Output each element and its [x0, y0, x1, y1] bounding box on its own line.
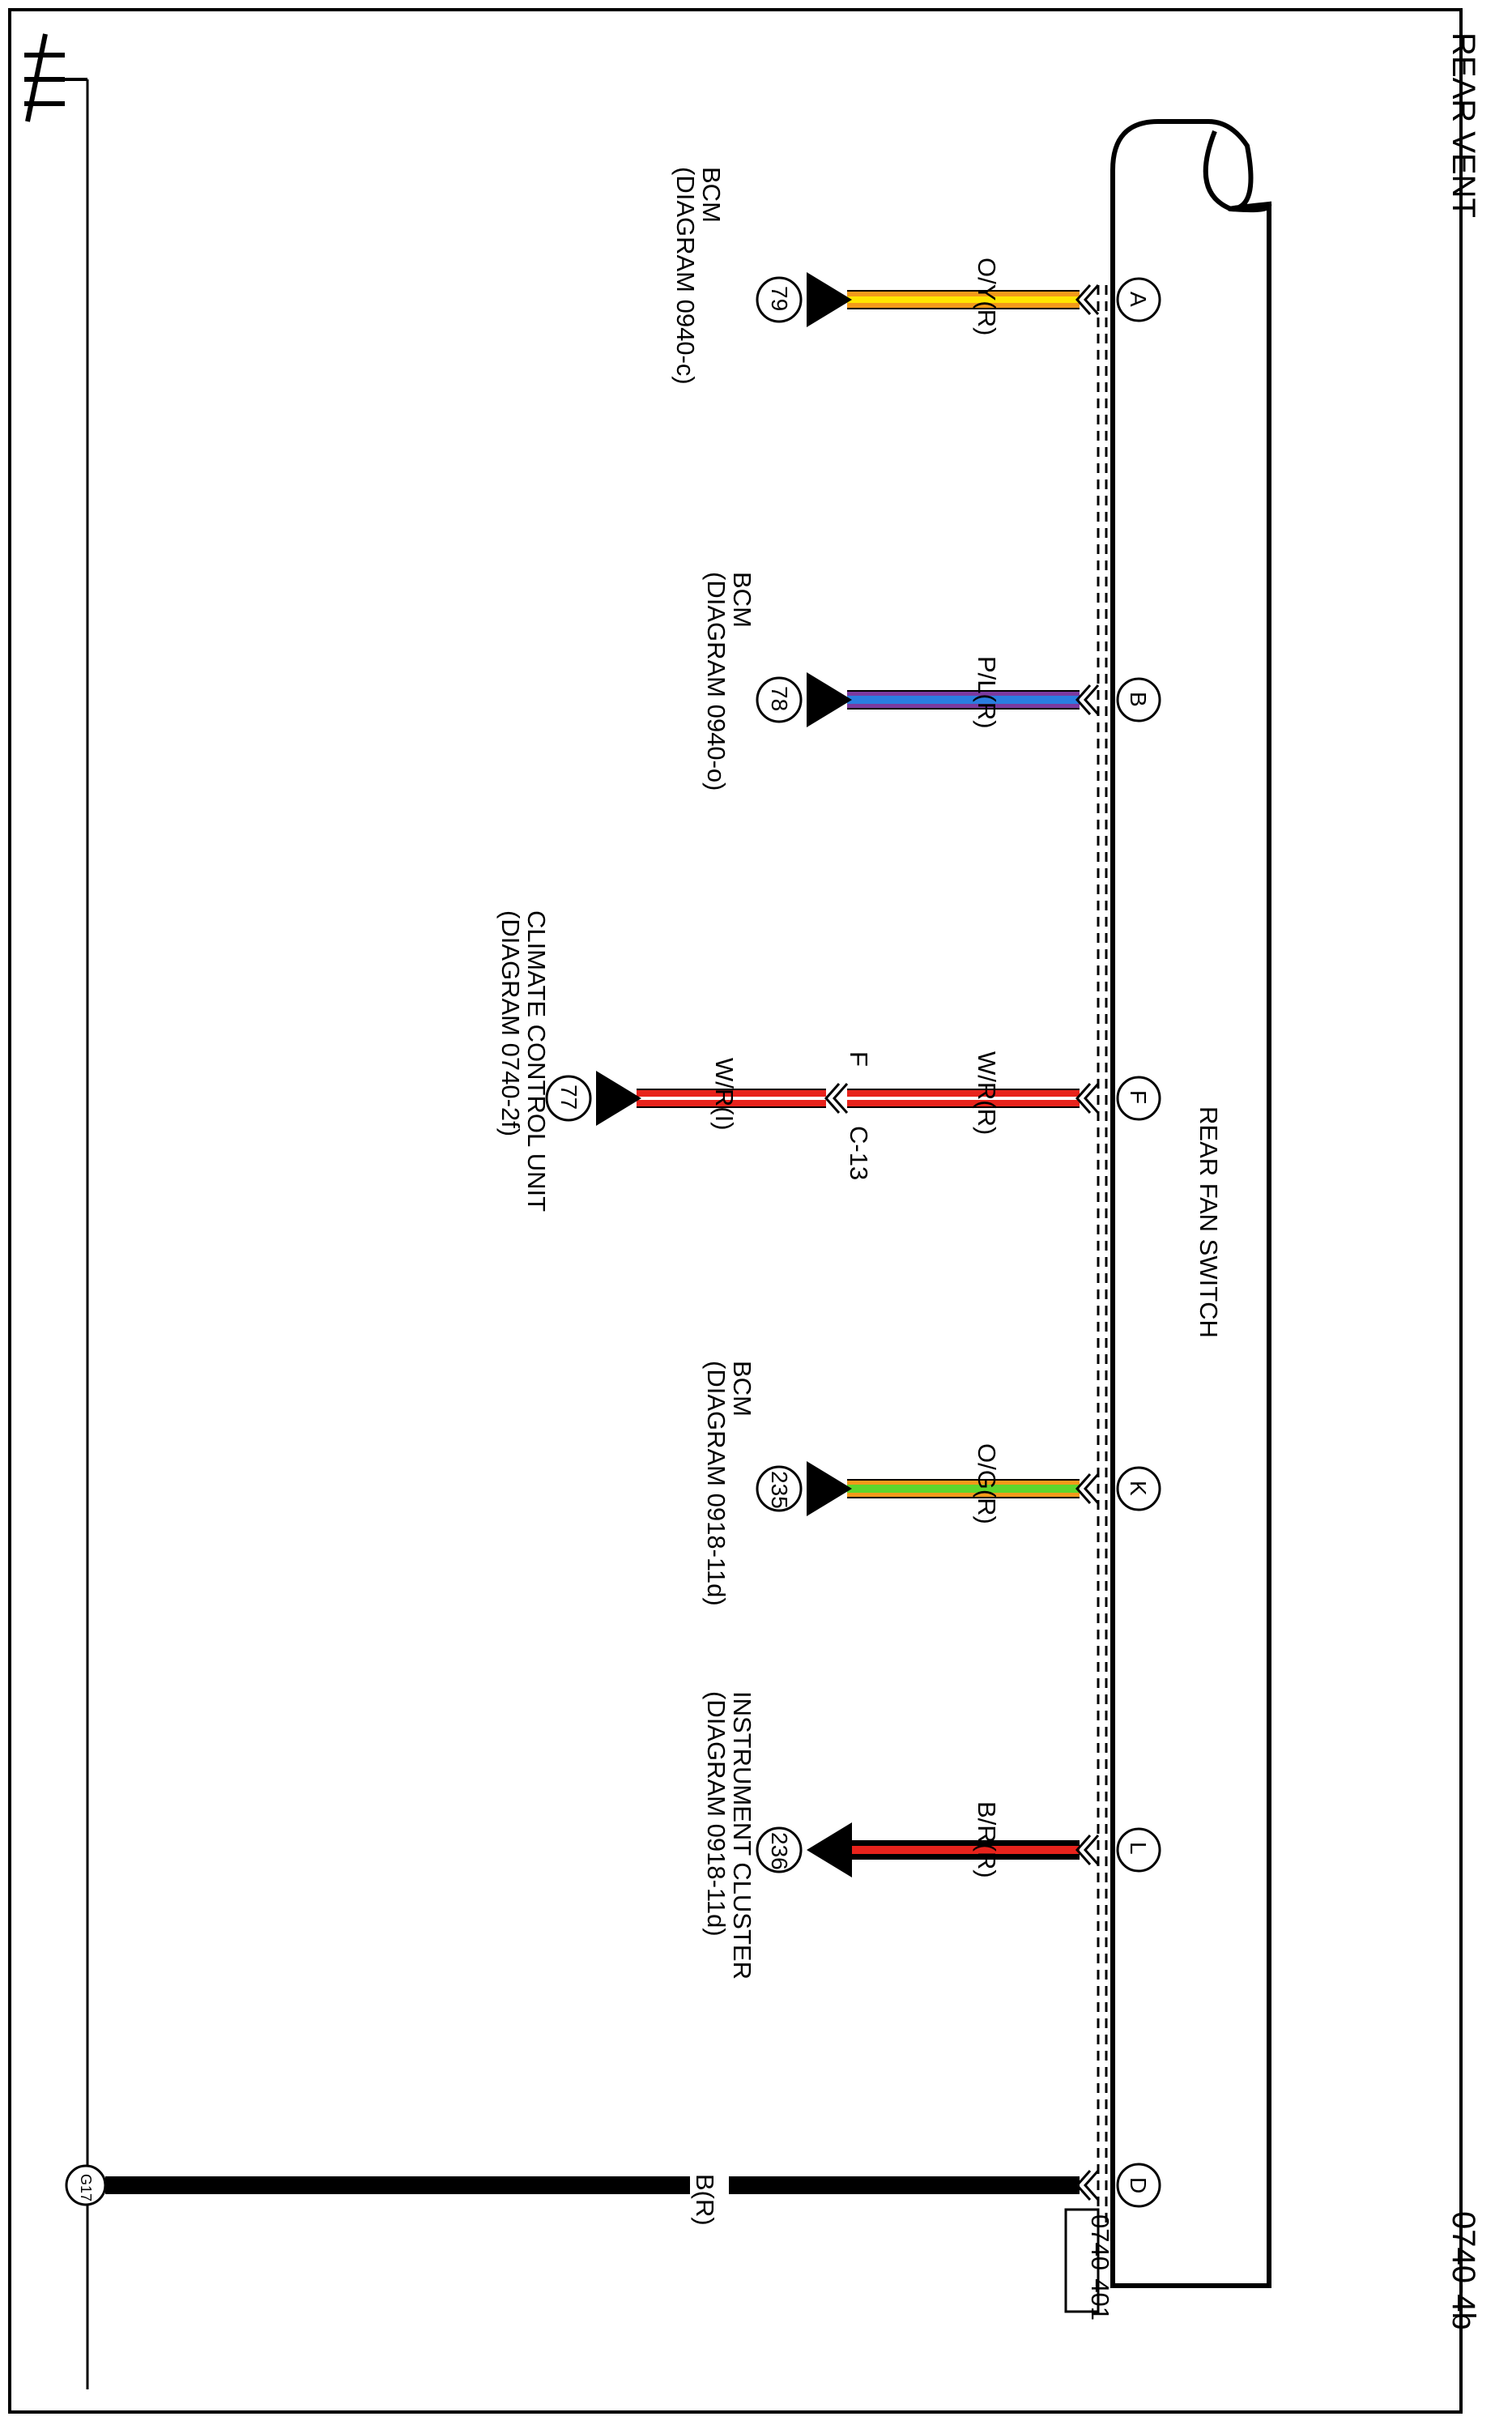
page-frame	[8, 8, 1463, 2414]
ref-circle	[756, 676, 803, 723]
inline-connector-chevron	[824, 1083, 849, 1114]
svg-text:REAR FAN SWITCH: REAR FAN SWITCH	[1195, 1106, 1223, 1338]
destination-diagram: (DIAGRAM 0940-o)	[702, 572, 730, 791]
page-title: REAR VENT	[1446, 32, 1481, 218]
component-label: REAR FAN SWITCH	[1195, 1106, 1223, 1338]
destination-diagram: (DIAGRAM 0740-2f)	[496, 910, 525, 1136]
arrow-head	[807, 1461, 852, 1516]
arrow-head	[596, 1071, 641, 1126]
connector-chevron	[1075, 2170, 1100, 2201]
ground-point-circle	[65, 2164, 107, 2206]
ref-number: 77	[556, 1085, 581, 1110]
wire-label-gap	[690, 2174, 729, 2197]
wire-code: B(R)	[691, 2174, 719, 2226]
destination-name: BCM	[728, 1361, 756, 1417]
destination-name: BCM	[697, 167, 726, 223]
pin-letter: F	[1126, 1090, 1151, 1104]
ref-number: 236	[767, 1832, 792, 1870]
arrow-head	[807, 272, 852, 327]
circuit-pin-l: L 236 B/R(R) INSTRUMENT CLUSTER (DIAGRAM…	[702, 1691, 1161, 1980]
arrow-head	[807, 672, 852, 727]
svg-text:0740-401: 0740-401	[1086, 2214, 1114, 2321]
destination-diagram: (DIAGRAM 0918-11d)	[702, 1691, 730, 1937]
circuit-pin-f: F 77 W/R(R) F C-13 W/R(I) CLIMATE CONTRO…	[496, 910, 1161, 1212]
connector-chevron	[1075, 684, 1100, 715]
ref-number: 79	[767, 286, 792, 311]
inline-connector-id: C-13	[845, 1126, 873, 1180]
wire-code: O/G(R)	[973, 1443, 1001, 1524]
wire-code-after: W/R(I)	[710, 1058, 739, 1131]
page-code: 0740-4b	[1446, 2211, 1481, 2330]
pin-circle	[1116, 277, 1161, 322]
connector-id-box: 0740-401	[1064, 2208, 1114, 2321]
pin-circle	[1116, 1466, 1161, 1511]
rear-fan-switch-notch	[1203, 130, 1272, 213]
wire-code: B/R(R)	[973, 1801, 1001, 1878]
wire-code: O/Y(R)	[973, 258, 1001, 335]
ground-symbol	[24, 33, 89, 2389]
pin-letter: K	[1126, 1481, 1151, 1496]
wire-code: W/R(R)	[973, 1051, 1001, 1135]
ref-number: 235	[767, 1471, 792, 1509]
destination-diagram: (DIAGRAM 0940-c)	[671, 167, 700, 385]
pin-letter: A	[1126, 292, 1151, 307]
ref-circle	[545, 1075, 592, 1122]
ref-circle	[756, 1826, 803, 1873]
arrow-head	[807, 1822, 852, 1877]
connector-harness-dashes	[1097, 285, 1108, 2223]
svg-text:0740-4b: 0740-4b	[1446, 2211, 1481, 2330]
wire-code: P/L(R)	[973, 656, 1001, 729]
circuit-pin-a: A 79 O/Y(R) BCM (DIAGRAM 0940-c)	[671, 167, 1161, 385]
connector-chevron	[1075, 284, 1100, 315]
connector-chevron	[1075, 1835, 1100, 1865]
pin-letter: L	[1126, 1842, 1151, 1855]
destination-name: CLIMATE CONTROL UNIT	[522, 910, 551, 1212]
pin-circle	[1116, 1827, 1161, 1873]
ref-circle	[756, 276, 803, 323]
connector-chevron	[1075, 1083, 1100, 1114]
pin-letter: D	[1126, 2177, 1151, 2193]
destination-diagram: (DIAGRAM 0918-11d)	[702, 1361, 730, 1606]
destination-name: INSTRUMENT CLUSTER	[728, 1691, 756, 1980]
connector-chevron	[1075, 1473, 1100, 1504]
ref-circle	[756, 1465, 803, 1512]
circuit-pin-d: D B(R) G17	[65, 2163, 1161, 2226]
destination-name: BCM	[728, 572, 756, 628]
rear-fan-switch-body	[1110, 119, 1271, 2288]
ref-number: 78	[767, 686, 792, 711]
ground-id: G17	[78, 2174, 94, 2201]
pin-circle	[1116, 677, 1161, 722]
inline-connector-pin: F	[845, 1051, 873, 1067]
circuit-pin-b: B 78 P/L(R) BCM (DIAGRAM 0940-o)	[702, 572, 1161, 791]
pin-letter: B	[1126, 692, 1151, 707]
pin-circle	[1116, 1076, 1161, 1121]
svg-text:REAR VENT: REAR VENT	[1446, 32, 1481, 218]
pin-circle	[1116, 2163, 1161, 2208]
circuit-pin-k: K 235 O/G(R) BCM (DIAGRAM 0918-11d)	[702, 1361, 1161, 1606]
